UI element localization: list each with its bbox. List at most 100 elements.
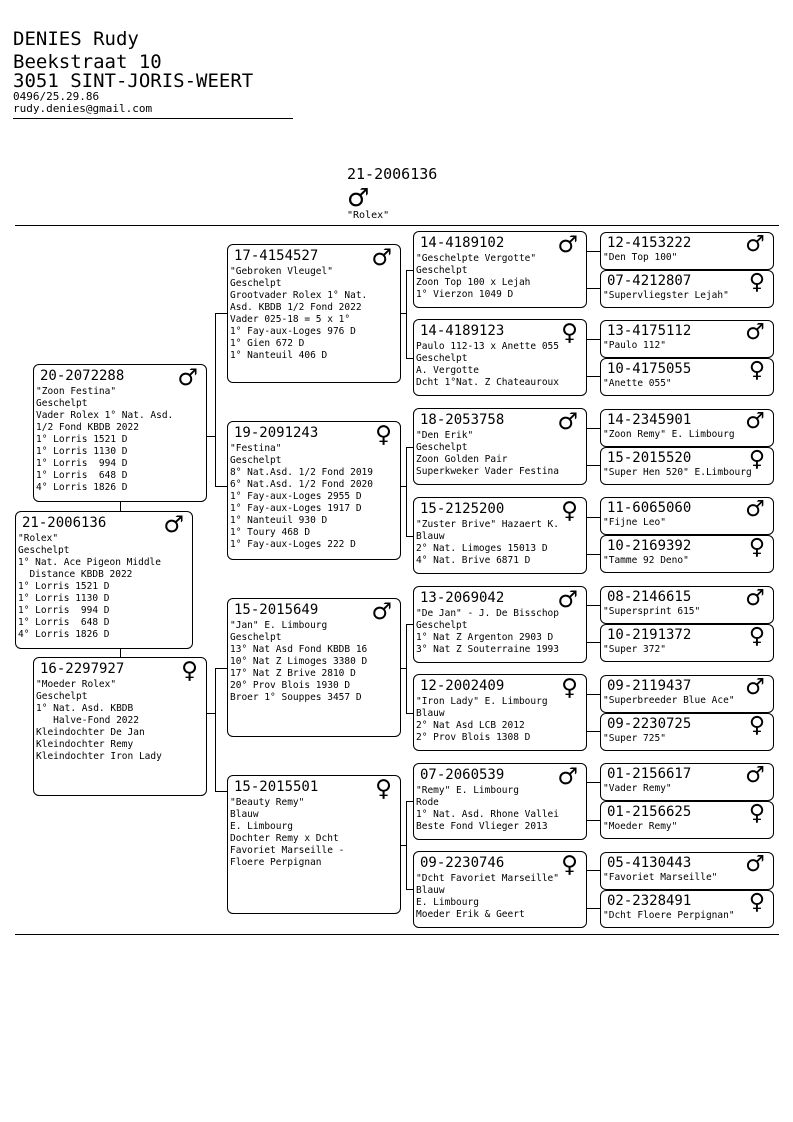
- breeder-email[interactable]: rudy.denies@gmail.com: [13, 102, 153, 115]
- pedigree-card-grandmother-paternal[interactable]: 19-2091243 ♀ "Festina" Geschelpt 8° Nat.…: [227, 421, 401, 560]
- subject-ring-number: 21-2006136: [347, 165, 438, 183]
- pedigree-card-subject[interactable]: 21-2006136 ♂ "Rolex" Geschelpt 1° Nat. A…: [15, 511, 193, 649]
- pedigree-card-gen4-10[interactable]: 10-2191372 ♀ "Super 372": [600, 624, 774, 662]
- ring-number: 13-2069042: [420, 590, 505, 606]
- pedigree-card-father[interactable]: 20-2072288 ♂ "Zoon Festina" Geschelpt Va…: [33, 364, 207, 502]
- bird-name: "Favoriet Marseille": [603, 872, 718, 883]
- pedigree-card-gen4-1[interactable]: 12-4153222 ♂ "Den Top 100": [600, 232, 774, 270]
- ring-number: 01-2156617: [607, 766, 692, 782]
- ring-number: 12-4153222: [607, 235, 692, 251]
- bird-name: "Super 372": [603, 644, 666, 655]
- ring-number: 09-2119437: [607, 678, 692, 694]
- pedigree-card-gen3-3[interactable]: 18-2053758 ♂ "Den Erik" Geschelpt Zoon G…: [413, 408, 587, 485]
- pedigree-card-gen4-15[interactable]: 05-4130443 ♂ "Favoriet Marseille": [600, 852, 774, 890]
- female-icon: ♀: [748, 624, 765, 649]
- ring-number: 09-2230725: [607, 716, 692, 732]
- male-icon: ♂: [745, 852, 765, 877]
- pedigree-card-gen3-5[interactable]: 13-2069042 ♂ "De Jan" - J. De Bisschop G…: [413, 586, 587, 663]
- ring-number: 10-4175055: [607, 361, 692, 377]
- pedigree-card-gen4-4[interactable]: 10-4175055 ♀ "Anette 055": [600, 358, 774, 396]
- male-icon: ♂: [745, 763, 765, 788]
- female-icon: ♀: [748, 801, 765, 826]
- pedigree-card-gen4-6[interactable]: 15-2015520 ♀ "Super Hen 520" E.Limbourg: [600, 447, 774, 485]
- male-icon: ♂: [557, 764, 578, 790]
- pedigree-card-gen4-16[interactable]: 02-2328491 ♀ "Dcht Floere Perpignan": [600, 890, 774, 928]
- bird-name: "Superbreeder Blue Ace": [603, 695, 735, 706]
- bird-name: "Fijne Leo": [603, 517, 666, 528]
- ring-number: 15-2015501: [234, 779, 319, 795]
- bird-details: "Gebroken Vleugel" Geschelpt Grootvader …: [230, 266, 368, 361]
- female-icon: ♀: [561, 320, 578, 346]
- ring-number: 08-2146615: [607, 589, 692, 605]
- male-icon: ♂: [745, 586, 765, 611]
- bird-details: "Rolex" Geschelpt 1° Nat. Ace Pigeon Mid…: [18, 533, 161, 640]
- ring-number: 19-2091243: [234, 425, 319, 441]
- ring-number: 21-2006136: [22, 515, 107, 531]
- female-icon: ♀: [375, 776, 392, 802]
- female-icon: ♀: [748, 447, 765, 472]
- pedigree-card-mother[interactable]: 16-2297927 ♀ "Moeder Rolex" Geschelpt 1°…: [33, 657, 207, 796]
- ring-number: 13-4175112: [607, 323, 692, 339]
- ring-number: 05-4130443: [607, 855, 692, 871]
- female-icon: ♀: [748, 535, 765, 560]
- header-underline: [13, 118, 293, 119]
- pedigree-card-gen4-7[interactable]: 11-6065060 ♂ "Fijne Leo": [600, 497, 774, 535]
- ring-number: 15-2015520: [607, 450, 692, 466]
- subject-bird-name: "Rolex": [347, 210, 390, 221]
- male-icon: ♂: [745, 232, 765, 257]
- pedigree-card-gen4-8[interactable]: 10-2169392 ♀ "Tamme 92 Deno": [600, 535, 774, 573]
- bird-name: "Vader Remy": [603, 783, 672, 794]
- male-icon: ♂: [371, 245, 392, 271]
- bird-details: "Remy" E. Limbourg Rode 1° Nat. Asd. Rho…: [416, 785, 559, 832]
- pedigree-card-gen4-2[interactable]: 07-4212807 ♀ "Supervliegster Lejah": [600, 270, 774, 308]
- bird-details: "Geschelpte Vergotte" Geschelpt Zoon Top…: [416, 253, 537, 300]
- male-icon: ♂: [557, 232, 578, 258]
- ring-number: 01-2156625: [607, 804, 692, 820]
- pedigree-card-grandmother-maternal[interactable]: 15-2015501 ♀ "Beauty Remy" Blauw E. Limb…: [227, 775, 401, 914]
- male-icon: ♂: [177, 365, 198, 391]
- bird-name: "Paulo 112": [603, 340, 666, 351]
- pedigree-card-gen3-6[interactable]: 12-2002409 ♀ "Iron Lady" E. Limbourg Bla…: [413, 674, 587, 751]
- bird-name: "Dcht Floere Perpignan": [603, 910, 735, 921]
- pedigree-card-gen4-14[interactable]: 01-2156625 ♀ "Moeder Remy": [600, 801, 774, 839]
- pedigree-card-gen3-1[interactable]: 14-4189102 ♂ "Geschelpte Vergotte" Gesch…: [413, 231, 587, 308]
- pedigree-card-gen3-4[interactable]: 15-2125200 ♀ "Zuster Brive" Hazaert K. B…: [413, 497, 587, 574]
- ring-number: 11-6065060: [607, 500, 692, 516]
- pedigree-card-gen4-12[interactable]: 09-2230725 ♀ "Super 725": [600, 713, 774, 751]
- bird-details: "De Jan" - J. De Bisschop Geschelpt 1° N…: [416, 608, 559, 655]
- pedigree-card-gen4-11[interactable]: 09-2119437 ♂ "Superbreeder Blue Ace": [600, 675, 774, 713]
- male-icon: ♂: [745, 675, 765, 700]
- female-icon: ♀: [748, 358, 765, 383]
- bird-name: "Supervliegster Lejah": [603, 290, 729, 301]
- female-icon: ♀: [561, 675, 578, 701]
- bird-name: "Super Hen 520" E.Limbourg: [603, 467, 752, 478]
- ring-number: 02-2328491: [607, 893, 692, 909]
- ring-number: 10-2169392: [607, 538, 692, 554]
- pedigree-card-gen4-9[interactable]: 08-2146615 ♂ "Supersprint 615": [600, 586, 774, 624]
- pedigree-card-gen4-3[interactable]: 13-4175112 ♂ "Paulo 112": [600, 320, 774, 358]
- bird-name: "Moeder Remy": [603, 821, 678, 832]
- pedigree-card-gen4-13[interactable]: 01-2156617 ♂ "Vader Remy": [600, 763, 774, 801]
- ring-number: 17-4154527: [234, 248, 319, 264]
- pedigree-card-gen4-5[interactable]: 14-2345901 ♂ "Zoon Remy" E. Limbourg: [600, 409, 774, 447]
- bird-name: "Tamme 92 Deno": [603, 555, 689, 566]
- female-icon: ♀: [561, 498, 578, 524]
- subject-heading: 21-2006136 ♂ "Rolex": [347, 167, 437, 222]
- male-icon: ♂: [163, 512, 184, 538]
- breeder-phone: 0496/25.29.86: [13, 90, 100, 103]
- bird-details: "Zuster Brive" Hazaert K. Blauw 2° Nat. …: [416, 519, 559, 566]
- pedigree-top-rule: [15, 225, 779, 226]
- pedigree-card-grandfather-maternal[interactable]: 15-2015649 ♂ "Jan" E. Limbourg Geschelpt…: [227, 598, 401, 737]
- pedigree-card-gen3-2[interactable]: 14-4189123 ♀ Paulo 112-13 x Anette 055 G…: [413, 319, 587, 396]
- bird-details: "Den Erik" Geschelpt Zoon Golden Pair Su…: [416, 430, 559, 477]
- pedigree-card-gen3-7[interactable]: 07-2060539 ♂ "Remy" E. Limbourg Rode 1° …: [413, 763, 587, 840]
- ring-number: 12-2002409: [420, 678, 505, 694]
- ring-number: 10-2191372: [607, 627, 692, 643]
- pedigree-card-grandfather-paternal[interactable]: 17-4154527 ♂ "Gebroken Vleugel" Geschelp…: [227, 244, 401, 383]
- male-icon: ♂: [557, 587, 578, 613]
- male-icon: ♂: [745, 497, 765, 522]
- male-icon: ♂: [745, 320, 765, 345]
- pedigree-card-gen3-8[interactable]: 09-2230746 ♀ "Dcht Favoriet Marseille" B…: [413, 851, 587, 928]
- ring-number: 15-2015649: [234, 602, 319, 618]
- breeder-street: Beekstraat 10: [13, 51, 162, 73]
